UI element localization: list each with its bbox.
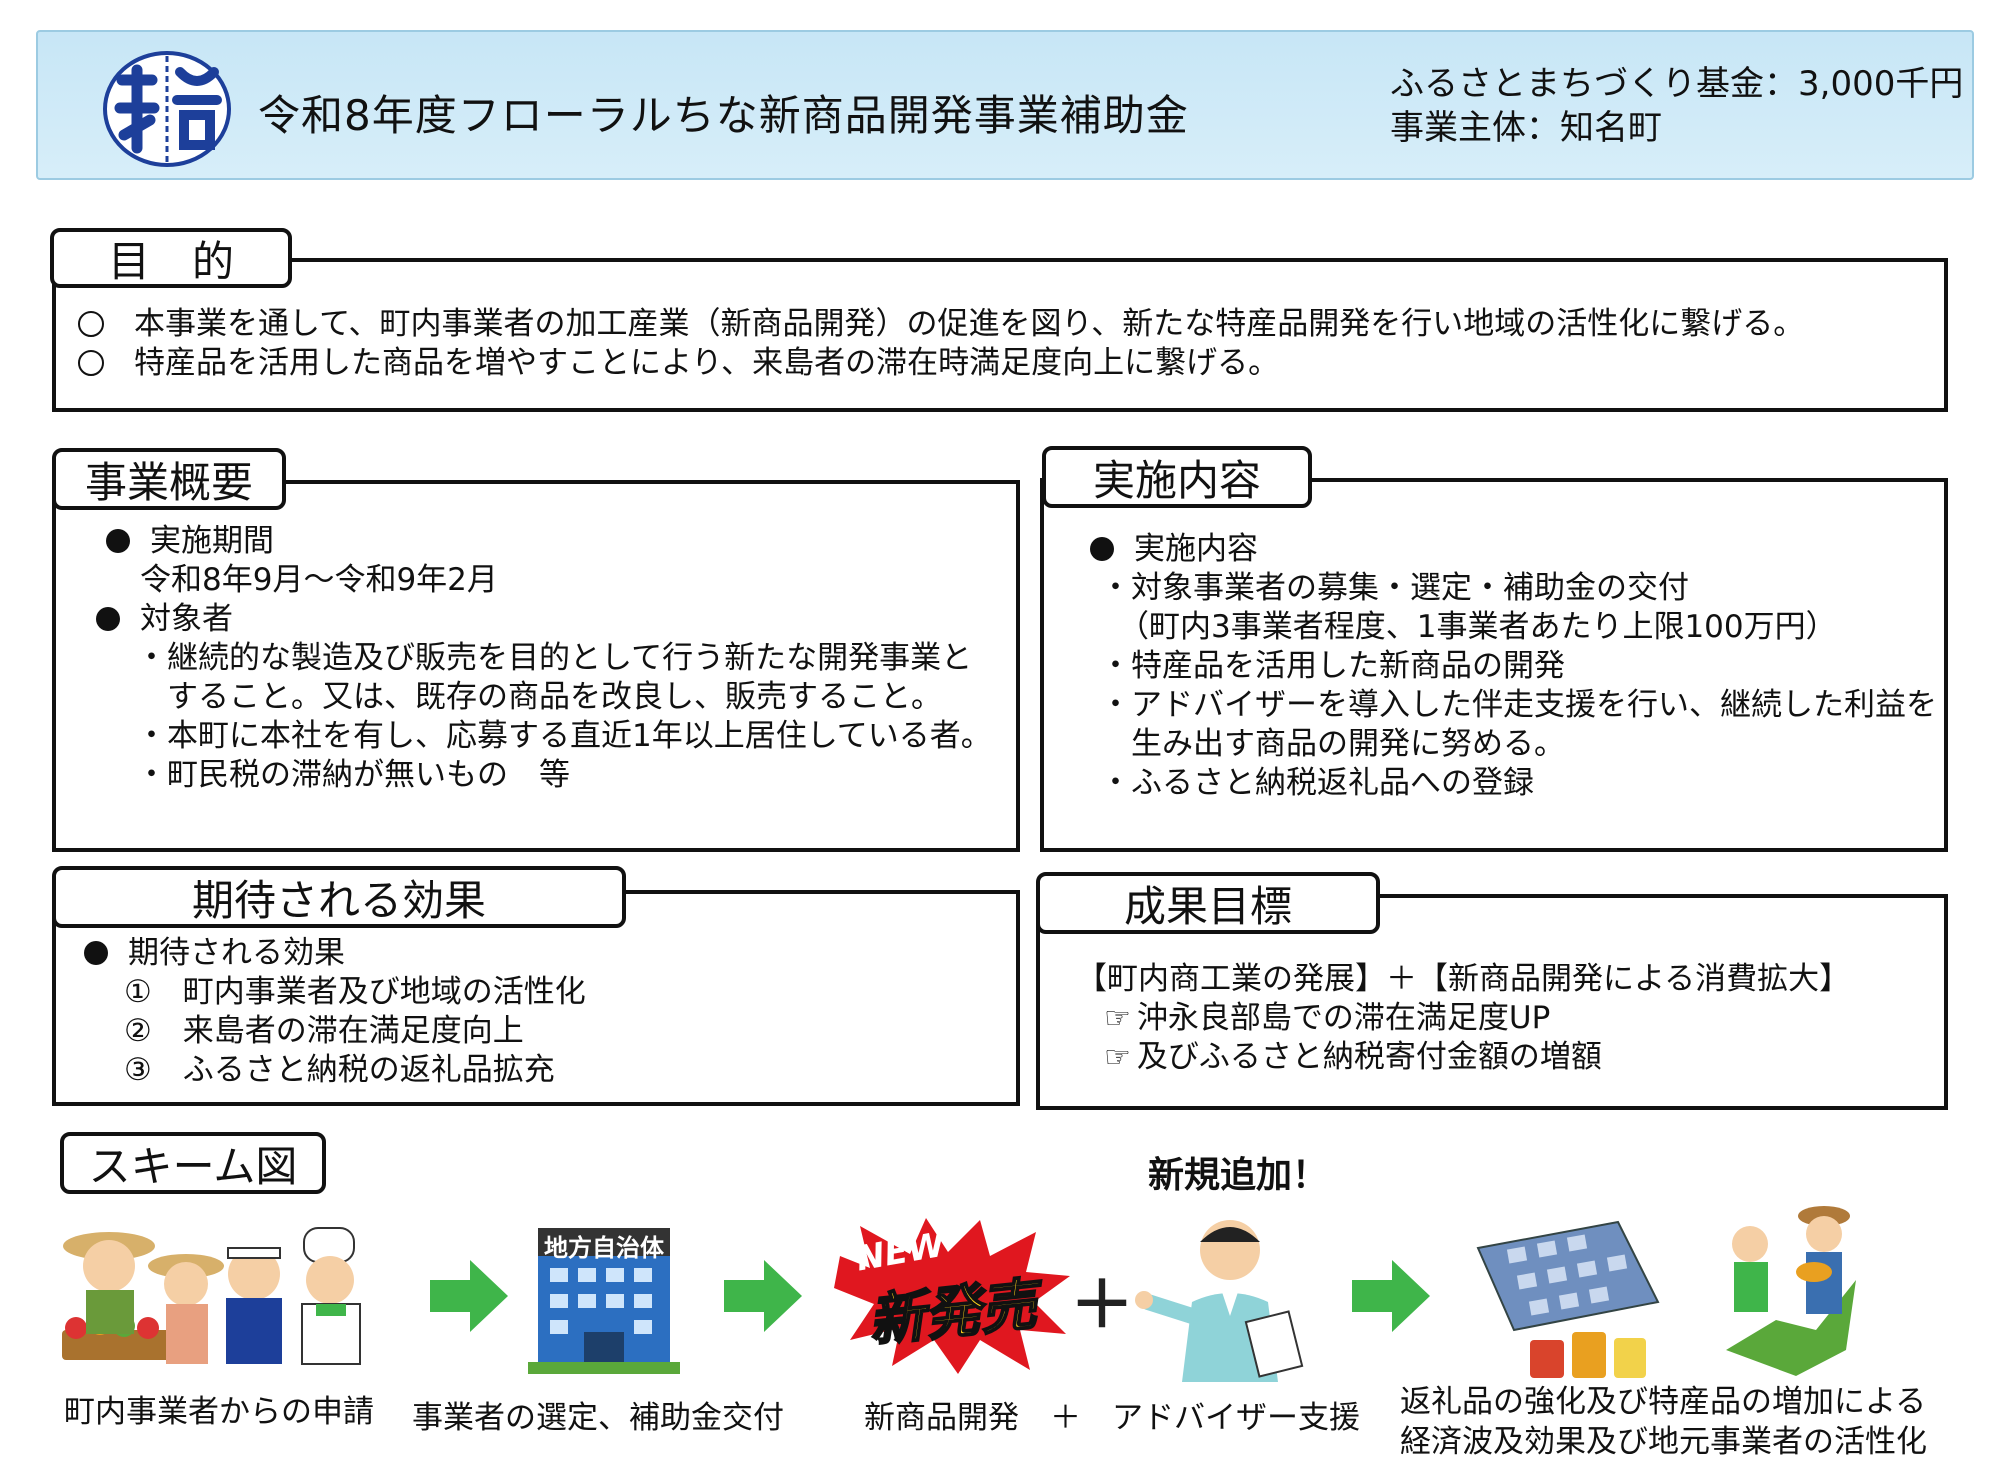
new-addition-label: 新規追加！ <box>1148 1155 1329 1196</box>
pointing-hand-icon: ☞ <box>1104 1001 1131 1036</box>
implementation-line: ・アドバイザーを導入した伴走支援を行い、継続した利益を <box>1100 687 1937 723</box>
implementation-label-row: 実施内容 <box>1090 530 1937 569</box>
bullet-icon <box>84 941 108 965</box>
scheme-heading: スキーム図 <box>60 1132 326 1194</box>
purpose-item: 本事業を通して、町内事業者の加工産業（新商品開発）の促進を図り、新たな特産品開発… <box>78 305 1804 344</box>
target-label-row: 対象者 <box>96 600 992 639</box>
local-business-people-illustration <box>62 1227 361 1365</box>
period-value: 令和8年9月～令和9年2月 <box>140 562 498 598</box>
target-line: ・継続的な製造及び販売を目的として行う新たな開発事業と <box>136 640 973 676</box>
implementation-line: 生み出す商品の開発に努める。 <box>1100 726 1565 762</box>
header-info: ふるさとまちづくり基金：3,000千円 事業主体：知名町 <box>1390 62 1963 150</box>
overview-heading: 事業概要 <box>52 448 286 510</box>
new-release-badge <box>834 1218 1070 1374</box>
step-caption-application: 町内事業者からの申請 <box>64 1394 374 1430</box>
bullet-icon <box>96 607 120 631</box>
implementation-box <box>1040 478 1948 852</box>
bullet-icon <box>1090 537 1114 561</box>
overview-box <box>52 480 1020 852</box>
target-line: すること。又は、既存の商品を改良し、販売すること。 <box>136 679 942 715</box>
implementation-line: ・対象事業者の募集・選定・補助金の交付 <box>1100 570 1689 606</box>
period-label-row: 実施期間 <box>106 522 992 561</box>
effects-item: ② 来島者の滞在満足度向上 <box>124 1013 524 1049</box>
implementation-content: 実施内容 ・対象事業者の募集・選定・補助金の交付 （町内3事業者程度、1事業者あ… <box>1090 530 1937 803</box>
page-title: 令和8年度フローラルちな新商品開発事業補助金 <box>258 91 1189 140</box>
fund-amount: ふるさとまちづくり基金：3,000千円 <box>1390 64 1964 104</box>
circle-marker-icon <box>78 311 104 337</box>
effects-label-row: 期待される効果 <box>84 934 586 973</box>
effects-item: ③ ふるさと納税の返礼品拡充 <box>124 1052 555 1088</box>
step-caption-selection: 事業者の選定、補助金交付 <box>412 1400 784 1436</box>
plus-sign: ＋ <box>1070 1269 1134 1343</box>
implementation-heading: 実施内容 <box>1042 446 1312 508</box>
effects-content: 期待される効果 ① 町内事業者及び地域の活性化 ② 来島者の滞在満足度向上 ③ … <box>84 934 586 1090</box>
municipal-building-illustration <box>528 1228 680 1374</box>
goals-content: 【町内商工業の発展】＋【新商品開発による消費拡大】 ☞沖永良部島での滞在満足度U… <box>1076 960 1850 1077</box>
overview-content: 実施期間 令和8年9月～令和9年2月 対象者 ・継続的な製造及び販売を目的として… <box>96 522 992 795</box>
circle-marker-icon <box>78 350 104 376</box>
goals-line: 【町内商工業の発展】＋【新商品開発による消費拡大】 <box>1076 961 1851 997</box>
town-emblem-logo <box>103 51 231 167</box>
purpose-box <box>52 258 1948 412</box>
implementation-line: （町内3事業者程度、1事業者あたり上限100万円） <box>1118 609 1837 645</box>
implementation-line: ・特産品を活用した新商品の開発 <box>1100 648 1565 684</box>
target-line: ・町民税の滞納が無いもの 等 <box>136 757 570 793</box>
effects-heading: 期待される効果 <box>52 866 626 928</box>
bullet-icon <box>106 529 130 553</box>
effects-item: ① 町内事業者及び地域の活性化 <box>124 974 586 1010</box>
flow-arrow-icon <box>430 1260 508 1332</box>
header-banner: 令和8年度フローラルちな新商品開発事業補助金 ふるさとまちづくり基金：3,000… <box>36 30 1974 180</box>
purpose-content: 本事業を通して、町内事業者の加工産業（新商品開発）の促進を図り、新たな特産品開発… <box>78 305 1804 383</box>
purpose-heading: 目 的 <box>50 228 292 288</box>
target-line: ・本町に本社を有し、応募する直近1年以上居住している者。 <box>136 718 992 754</box>
building-sign-text: 地方自治体 <box>544 1234 664 1262</box>
business-entity: 事業主体：知名町 <box>1390 108 1662 148</box>
goals-heading: 成果目標 <box>1036 872 1380 934</box>
donation-people-illustration <box>1726 1206 1856 1376</box>
goals-item: ☞及びふるさと納税寄付金額の増額 <box>1104 1039 1602 1075</box>
flow-arrow-icon <box>1352 1260 1430 1332</box>
purpose-item: 特産品を活用した商品を増やすことにより、来島者の滞在時満足度向上に繋げる。 <box>78 344 1804 383</box>
advisor-illustration <box>1135 1220 1304 1382</box>
implementation-line: ・ふるさと納税返礼品への登録 <box>1100 765 1534 801</box>
return-gift-products-illustration <box>1476 1220 1660 1378</box>
pointing-hand-icon: ☞ <box>1104 1040 1131 1075</box>
flow-arrow-icon <box>724 1260 802 1332</box>
step-caption-development: 新商品開発 ＋ アドバイザー支援 <box>864 1400 1360 1436</box>
step-caption-effect: 返礼品の強化及び特産品の増加による 経済波及効果及び地元事業者の活性化 <box>1400 1384 1927 1460</box>
goals-item: ☞沖永良部島での滞在満足度UP <box>1104 1000 1551 1036</box>
